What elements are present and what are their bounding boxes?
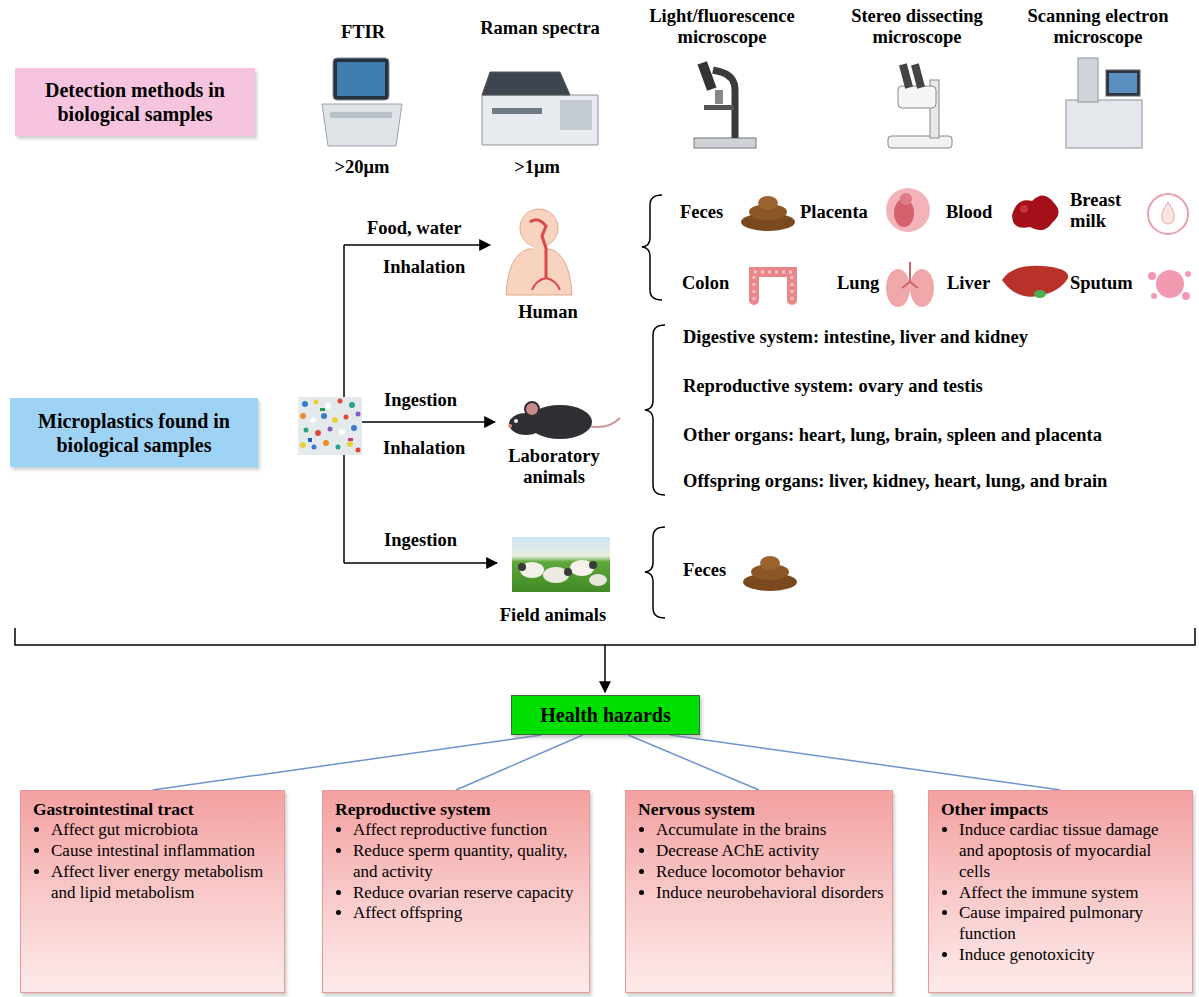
sample-label: Feces bbox=[683, 560, 726, 581]
size-limit: >1μm bbox=[487, 157, 587, 178]
route-label: Ingestion bbox=[384, 530, 457, 551]
sample-label: Lung bbox=[837, 273, 879, 294]
hub-box: Health hazards bbox=[511, 695, 700, 735]
hazard-item: Accumulate in the brains bbox=[656, 820, 884, 841]
hazard-box: Nervous systemAccumulate in the brainsDe… bbox=[625, 790, 893, 993]
feces-icon bbox=[741, 196, 795, 231]
hazard-item: Reduce ovarian reserve capacity bbox=[353, 883, 581, 904]
sample-label: Feces bbox=[680, 202, 723, 223]
bullet-list: Accumulate in the brainsDecrease AChE ac… bbox=[638, 820, 884, 903]
subject-label: Human bbox=[498, 302, 598, 323]
hazard-link bbox=[628, 735, 759, 790]
box-heading: Reproductive system bbox=[335, 799, 581, 820]
box-heading: Gastrointestinal tract bbox=[33, 799, 276, 820]
route-label: Inhalation bbox=[383, 438, 465, 459]
placenta-icon bbox=[886, 188, 930, 232]
hazard-item: Induce genotoxicity bbox=[959, 945, 1184, 966]
colon-icon bbox=[754, 272, 792, 300]
hazard-item: Affect reproductive function bbox=[353, 820, 581, 841]
hazard-item: Affect liver energy metabolism and lipid… bbox=[51, 862, 276, 903]
hazard-item: Reduce locomotor behavior bbox=[656, 862, 884, 883]
instrument-label: Stereo dissecting microscope bbox=[817, 6, 1017, 49]
subject-label: Laboratory animals bbox=[494, 446, 614, 489]
sample-label: Blood bbox=[946, 202, 992, 223]
microplastics-photo bbox=[298, 397, 362, 455]
subject-label: Field animals bbox=[488, 605, 618, 626]
box-heading: Nervous system bbox=[638, 799, 884, 820]
route-label: Ingestion bbox=[384, 390, 457, 411]
route-label: Food, water bbox=[367, 218, 462, 239]
sheep-photo bbox=[512, 537, 610, 592]
liver-icon bbox=[1002, 266, 1068, 298]
hazard-item: Induce cardiac tissue damage and apoptos… bbox=[959, 820, 1184, 882]
instrument-label: FTIR bbox=[303, 22, 423, 43]
blood-icon bbox=[1012, 195, 1059, 230]
hazard-item: Cause intestinal inflammation bbox=[51, 841, 276, 862]
sample-label: Breast milk bbox=[1070, 190, 1136, 233]
lung-icon bbox=[886, 262, 934, 307]
breast-milk-icon bbox=[1148, 194, 1188, 234]
hazard-link bbox=[670, 735, 1061, 790]
hazard-item: Affect the immune system bbox=[959, 883, 1184, 904]
sample-label: Sputum bbox=[1070, 273, 1133, 294]
hazard-link bbox=[456, 735, 583, 790]
sputum-icon bbox=[1148, 270, 1191, 300]
bullet-list: Affect reproductive functionReduce sperm… bbox=[335, 820, 581, 924]
sample-label: Liver bbox=[947, 273, 990, 294]
category-box: Detection methods in biological samples bbox=[15, 68, 255, 136]
organ-list: Offspring organs: liver, kidney, heart, … bbox=[683, 471, 1107, 492]
hazard-box: Gastrointestinal tractAffect gut microbi… bbox=[20, 790, 285, 993]
organ-list: Digestive system: intestine, liver and k… bbox=[683, 327, 1028, 348]
hazard-item: Reduce sperm quantity, quality, and acti… bbox=[353, 841, 581, 882]
box-title: Health hazards bbox=[540, 703, 671, 727]
ftir-instrument bbox=[322, 58, 402, 146]
box-title: Microplastics found in biological sample… bbox=[20, 409, 248, 457]
organ-list: Reproductive system: ovary and testis bbox=[683, 376, 983, 397]
sample-label: Placenta bbox=[800, 202, 868, 223]
instrument-label: Scanning electron microscope bbox=[1003, 6, 1193, 49]
hazard-box: Reproductive systemAffect reproductive f… bbox=[322, 790, 590, 993]
hazard-item: Decrease AChE activity bbox=[656, 841, 884, 862]
bullet-list: Induce cardiac tissue damage and apoptos… bbox=[941, 820, 1184, 965]
hazard-item: Cause impaired pulmonary function bbox=[959, 903, 1184, 944]
light-microscope bbox=[694, 61, 756, 148]
instrument-label: Raman spectra bbox=[450, 18, 630, 39]
box-heading: Other impacts bbox=[941, 799, 1184, 820]
sample-label: Colon bbox=[682, 273, 729, 294]
route-label: Inhalation bbox=[383, 257, 465, 278]
hazard-item: Induce neurobehavioral disorders bbox=[656, 883, 884, 904]
sem-instrument bbox=[1066, 58, 1142, 148]
feces-icon bbox=[743, 556, 797, 591]
hazard-link bbox=[153, 735, 542, 790]
raman-instrument bbox=[482, 72, 598, 145]
organ-list: Other organs: heart, lung, brain, spleen… bbox=[683, 425, 1102, 446]
hazard-item: Affect gut microbiota bbox=[51, 820, 276, 841]
box-title: Detection methods in biological samples bbox=[25, 78, 245, 126]
stereo-microscope bbox=[888, 63, 952, 148]
instrument-label: Light/fluorescence microscope bbox=[607, 6, 837, 49]
hazard-box: Other impactsInduce cardiac tissue damag… bbox=[928, 790, 1193, 993]
bullet-list: Affect gut microbiotaCause intestinal in… bbox=[33, 820, 276, 903]
size-limit: >20μm bbox=[312, 157, 412, 178]
mouse-figure bbox=[508, 402, 620, 439]
hazard-item: Affect offspring bbox=[353, 903, 581, 924]
category-box: Microplastics found in biological sample… bbox=[10, 398, 258, 467]
human-figure bbox=[506, 209, 572, 295]
